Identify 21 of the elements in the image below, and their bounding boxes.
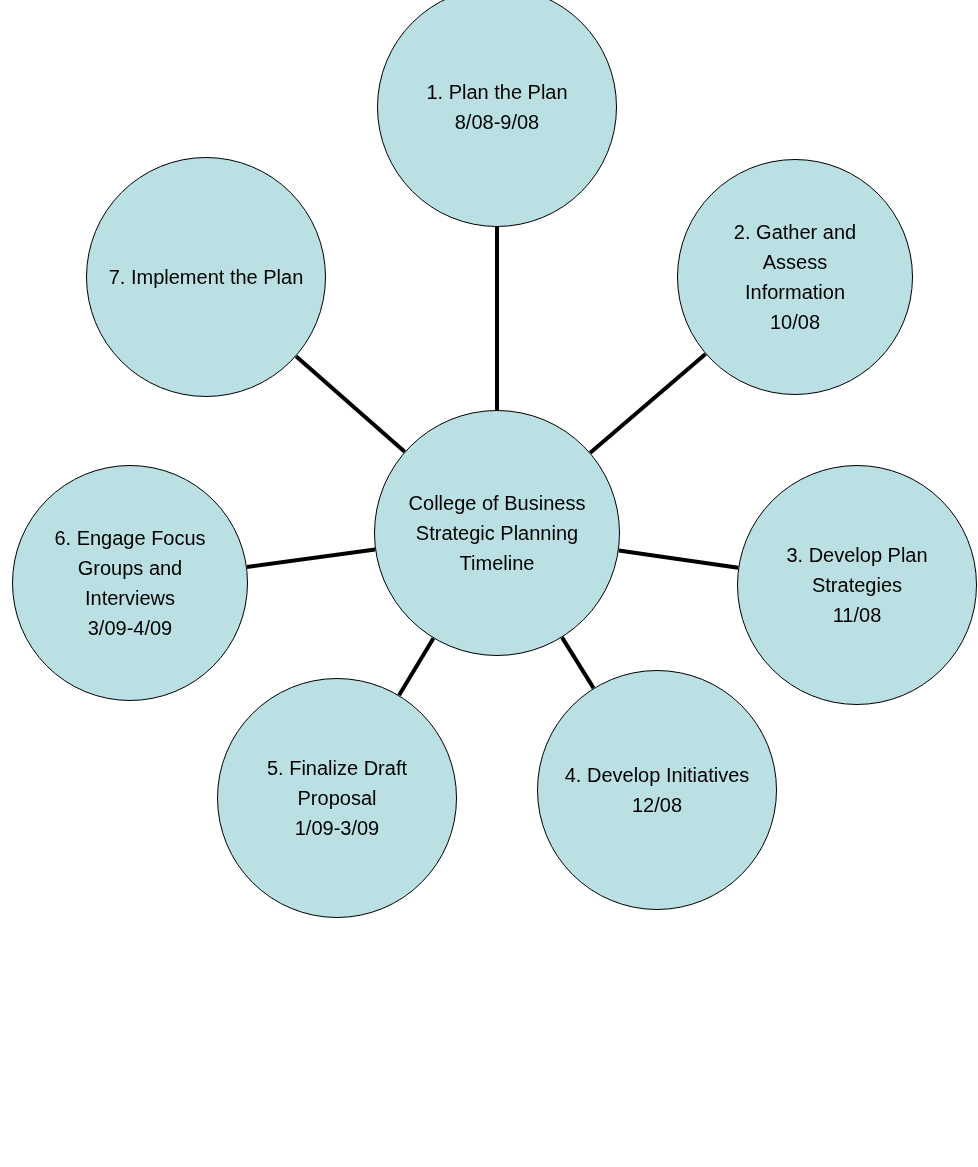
stage-label: 1/09-3/09	[293, 816, 381, 841]
stage-label: 3/09-4/09	[86, 616, 174, 641]
connector-line	[589, 352, 707, 455]
connector-line	[618, 548, 739, 570]
stage-label: 5. Finalize Draft Proposal	[265, 756, 409, 811]
connector-line	[397, 637, 436, 697]
stage-label: 10/08	[768, 310, 822, 335]
connector-line	[495, 227, 499, 410]
stage-label: 11/08	[831, 603, 883, 628]
connector-line	[294, 354, 406, 454]
stage-label: 6. Engage Focus Groups and Interviews	[53, 526, 207, 611]
stage-label: 2. Gather and Assess Information	[732, 220, 858, 305]
stage-label: 4. Develop Initiatives	[563, 763, 751, 788]
stage-label: 12/08	[630, 793, 684, 818]
connector-line	[246, 547, 376, 570]
connector-line	[560, 636, 596, 690]
stage-label: 7. Implement the Plan	[107, 265, 305, 290]
stage-label: 3. Develop Plan Strategies	[785, 543, 929, 598]
stage-label: 1. Plan the Plan	[425, 80, 569, 105]
hub-title: College of Business Strategic Planning Timeline	[407, 491, 587, 576]
stage-label: 8/08-9/08	[453, 110, 541, 135]
